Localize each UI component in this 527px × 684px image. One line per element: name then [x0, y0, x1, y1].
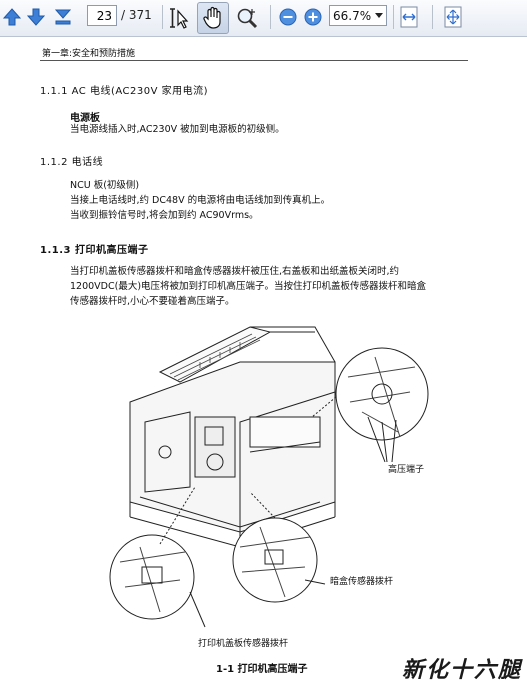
arrow-down-icon[interactable]	[26, 6, 46, 28]
toolbar-separator	[270, 5, 271, 29]
paragraph-line: 当打印机盖板传感器拨杆和暗盒传感器拨杆被压住,右盖板和出纸盖板关闭时,约	[70, 266, 400, 277]
section-heading-3: 1.1.3 打印机高压端子	[40, 245, 149, 256]
zoom-value: 66.7%	[333, 8, 372, 23]
select-text-icon[interactable]	[166, 5, 192, 31]
paragraph-line: 当接上电话线时,约 DC48V 的电源将由电话线加到传真机上。	[70, 195, 331, 206]
section-heading-1: 1.1.1 AC 电线(AC230V 家用电流)	[40, 86, 209, 97]
hand-icon[interactable]	[200, 5, 226, 31]
fit-page-icon[interactable]	[441, 5, 465, 29]
toolbar: / 371 66.7%	[0, 0, 527, 37]
toolbar-separator	[162, 5, 163, 29]
page-number-input[interactable]	[87, 5, 117, 26]
zoom-tool-icon[interactable]	[234, 5, 260, 31]
zoom-in-icon[interactable]	[303, 7, 323, 27]
watermark: 新化十六腿	[402, 657, 523, 683]
toolbar-separator	[393, 5, 394, 29]
page-total: / 371	[121, 8, 152, 22]
figure-caption: 1-1 打印机高压端子	[216, 664, 308, 675]
label-cartridge-sensor-lever: 暗盒传感器拨杆	[330, 577, 394, 587]
fit-width-icon[interactable]	[397, 5, 421, 29]
last-page-icon[interactable]	[52, 6, 74, 28]
toolbar-separator	[432, 5, 433, 29]
header-rule	[40, 60, 468, 61]
paragraph-line: 1200VDC(最大)电压将被加到打印机高压端子。当按住打印机盖板传感器拨杆和暗…	[70, 281, 427, 292]
paragraph-line: 当电源线插入时,AC230V 被加到电源板的初级侧。	[70, 124, 285, 135]
document-page: 第一章:安全和预防措施 1.1.1 AC 电线(AC230V 家用电流) 电源板…	[0, 37, 527, 683]
subheading-ncu-board: NCU 板(初级侧)	[70, 180, 140, 191]
zoom-select[interactable]: 66.7%	[329, 5, 387, 26]
label-cover-sensor-lever: 打印机盖板传感器拨杆	[198, 639, 289, 649]
paragraph-line: 当收到振铃信号时,将会加到约 AC90Vrms。	[70, 210, 259, 221]
chevron-down-icon	[375, 13, 383, 18]
arrow-up-icon[interactable]	[2, 6, 22, 28]
paragraph-line: 传感器拨杆时,小心不要碰着高压端子。	[70, 296, 235, 307]
fax-machine-illustration	[109, 326, 429, 628]
chapter-header: 第一章:安全和预防措施	[42, 49, 136, 59]
zoom-out-icon[interactable]	[278, 7, 298, 27]
label-high-voltage-terminal: 高压端子	[388, 465, 425, 475]
section-heading-2: 1.1.2 电话线	[40, 157, 104, 168]
subheading-power-board: 电源板	[70, 113, 100, 124]
